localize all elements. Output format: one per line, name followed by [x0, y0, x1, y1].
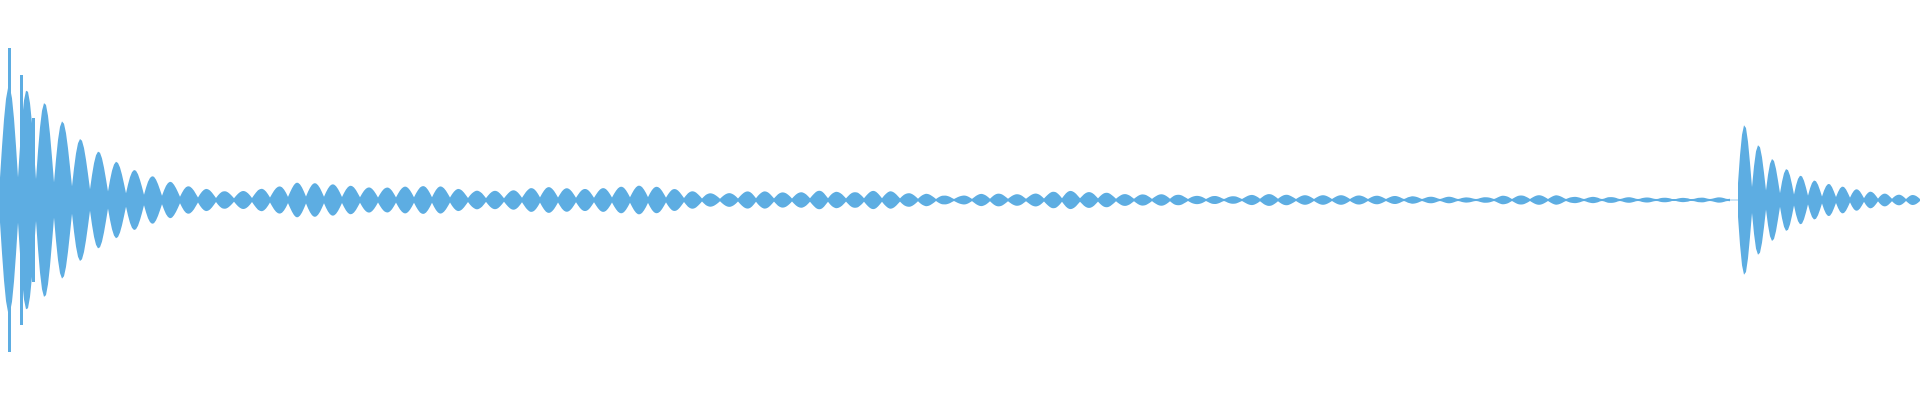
waveform-centerline: [0, 199, 1920, 201]
